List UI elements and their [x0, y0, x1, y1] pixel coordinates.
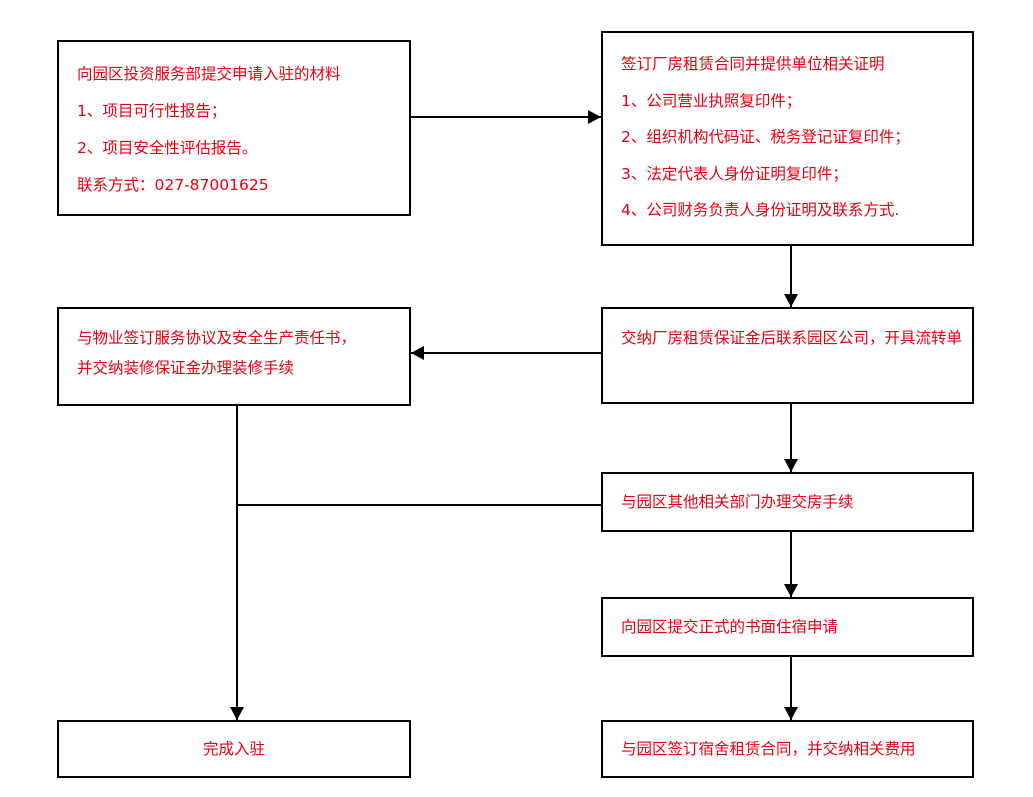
step-sign-lease: 签订厂房租赁合同并提供单位相关证明 1、公司营业执照复印件； 2、组织机构代码证… [601, 31, 974, 246]
arrow-n3-n4-head [411, 346, 424, 360]
step-title: 签订厂房租赁合同并提供单位相关证明 [621, 55, 885, 73]
step-handover: 与园区其他相关部门办理交房手续 [601, 472, 974, 532]
arrow-n1-n2-head [588, 110, 601, 124]
arrow-n2-n3-head [784, 294, 798, 307]
step-dorm-lease: 与园区签订宿舍租赁合同，并交纳相关费用 [601, 720, 974, 778]
step-text: 完成入驻 [202, 740, 265, 758]
step-text: 向园区提交正式的书面住宿申请 [621, 618, 839, 636]
step-text: 与物业签订服务协议及安全生产责任书， [77, 329, 357, 347]
arrow-n4-n8-head [230, 707, 244, 720]
arrow-n3-n5-head [784, 459, 798, 472]
step-item: 2、项目安全性评估报告。 [77, 139, 258, 157]
step-item: 1、公司营业执照复印件； [621, 91, 802, 110]
arrow-n6-n7-head [784, 707, 798, 720]
step-item: 4、公司财务负责人身份证明及联系方式. [621, 201, 900, 219]
step-dorm-application: 向园区提交正式的书面住宿申请 [601, 597, 974, 657]
step-submit-application: 向园区投资服务部提交申请入驻的材料 1、项目可行性报告； 2、项目安全性评估报告… [57, 40, 411, 216]
step-contact: 联系方式：027-87001625 [77, 176, 269, 194]
arrow-n5-n6-head [784, 584, 798, 597]
step-item: 1、项目可行性报告； [77, 102, 227, 120]
step-text: 并交纳装修保证金办理装修手续 [77, 359, 295, 377]
step-item: 3、法定代表人身份证明复印件； [621, 164, 848, 183]
step-item: 2、组织机构代码证、税务登记证复印件； [621, 128, 910, 146]
step-text: 与园区签订宿舍租赁合同，并交纳相关费用 [621, 740, 916, 758]
step-complete: 完成入驻 [57, 720, 411, 778]
step-text: 与园区其他相关部门办理交房手续 [621, 493, 854, 511]
step-pay-deposit: 交纳厂房租赁保证金后联系园区公司，开具流转单 [601, 307, 974, 404]
step-property-agreement: 与物业签订服务协议及安全生产责任书， 并交纳装修保证金办理装修手续 [57, 307, 411, 406]
step-title: 向园区投资服务部提交申请入驻的材料 [77, 65, 341, 83]
step-text: 交纳厂房租赁保证金后联系园区公司，开具流转单 [621, 329, 963, 347]
